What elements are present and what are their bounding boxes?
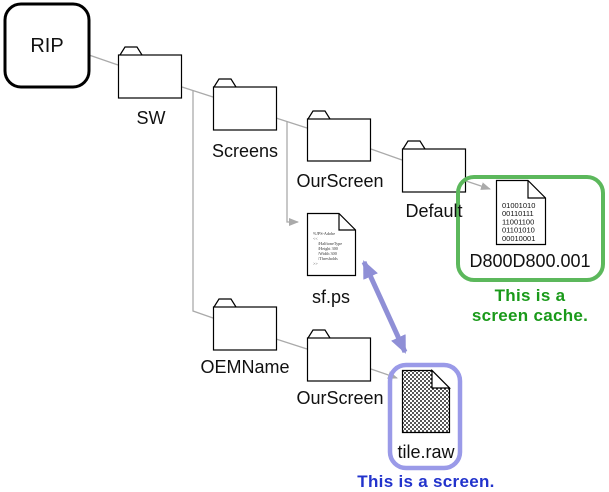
file-label-cache[interactable]: D800D800.001 — [469, 251, 591, 271]
binary-line: 00010001 — [502, 234, 535, 243]
file-label-tileraw[interactable]: tile.raw — [397, 442, 455, 462]
postscript-file-icon — [306, 212, 357, 277]
postscript-line: /HalftoneType — [318, 241, 342, 246]
connector-ourscreen-default — [370, 148, 403, 161]
postscript-line: /Thresholds — [318, 256, 338, 261]
folder-icon — [212, 78, 278, 131]
cache-annotation-line1: This is a — [494, 286, 566, 305]
connector-sw-screens — [181, 86, 214, 98]
connector-sw-oemname — [192, 90, 214, 319]
postscript-line: %!PS-Adobe — [313, 231, 335, 236]
folder-icon — [212, 298, 278, 351]
binary-line: 01001010 — [502, 201, 535, 210]
cache-highlight-frame — [456, 175, 605, 282]
connector-screens-sfps — [286, 122, 299, 226]
folder-label-oemname[interactable]: OEMName — [200, 357, 290, 377]
connector-oemname-ourscreen — [275, 338, 308, 350]
folder-icon — [401, 140, 467, 193]
binary-line: 01101010 — [502, 226, 535, 235]
folder-label-sw[interactable]: SW — [136, 108, 166, 128]
folder-icon — [306, 329, 372, 382]
raw-screen-file-icon — [401, 369, 451, 434]
connector-default-cache — [465, 180, 491, 190]
postscript-line: /Height 300 — [318, 246, 338, 251]
postscript-line: /Width 300 — [318, 251, 337, 256]
folder-icon — [117, 46, 183, 99]
folder-label-screens[interactable]: Screens — [211, 141, 279, 161]
folder-label-ourscreen-oem[interactable]: OurScreen — [296, 388, 384, 408]
rip-root-node — [3, 2, 91, 89]
binary-line: 11001100 — [502, 217, 534, 226]
relation-double-arrow — [361, 260, 408, 354]
postscript-line: << — [313, 236, 318, 241]
file-label-sfps[interactable]: sf.ps — [311, 287, 351, 307]
screen-highlight-frame — [387, 362, 463, 471]
folder-icon — [306, 110, 372, 162]
folder-label-ourscreen[interactable]: OurScreen — [296, 171, 384, 191]
cache-annotation-line2: screen cache. — [471, 306, 589, 326]
screen-annotation: This is a screen. — [357, 472, 495, 491]
folder-label-default[interactable]: Default — [405, 201, 463, 221]
binary-file-icon — [495, 179, 547, 246]
cache-annotation: This is a screen cache. — [472, 286, 588, 327]
connector-screens-ourscreen — [275, 117, 308, 129]
rip-root-label: RIP — [30, 35, 64, 57]
postscript-line: >> — [313, 261, 318, 266]
postscript-content: %!PS-Adobe<</HalftoneType/Height 300/Wid… — [313, 231, 342, 266]
binary-line: 00110111 — [502, 209, 534, 218]
connector-rip-sw — [88, 54, 119, 66]
